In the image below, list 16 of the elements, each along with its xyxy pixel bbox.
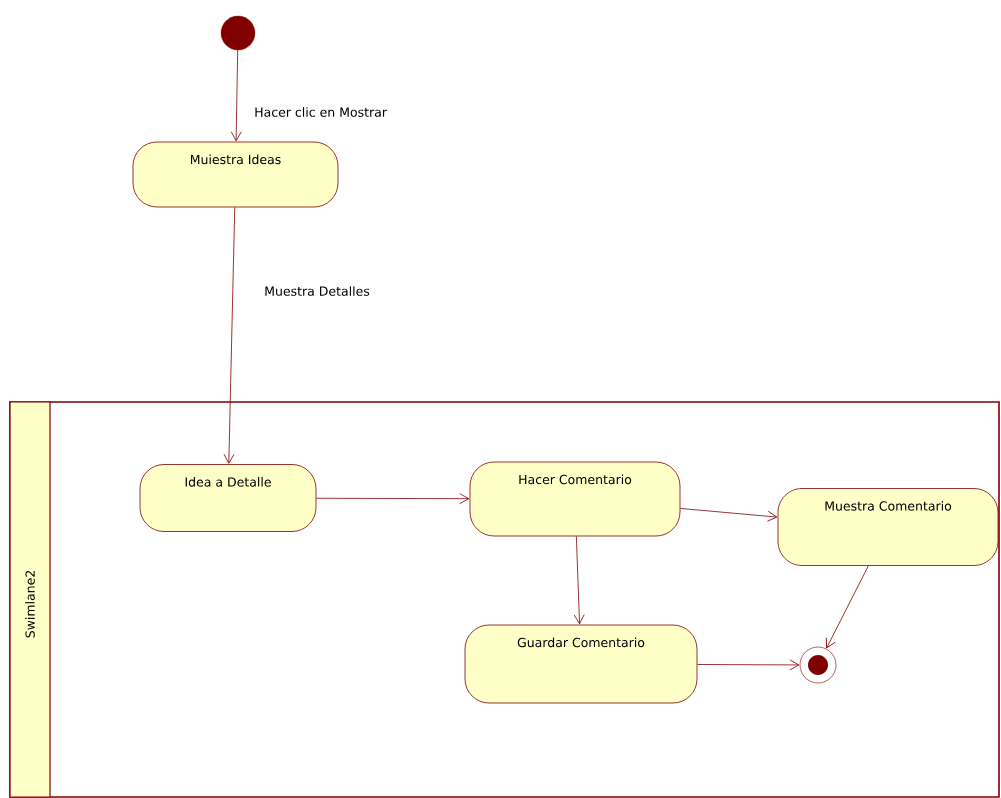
arrow: [316, 493, 470, 505]
arrow: [573, 536, 585, 625]
end-bullseye: [799, 646, 837, 684]
action-box: Muiestra Ideas: [132, 141, 339, 208]
arrow: [223, 207, 236, 464]
edge-label: Muestra Detalles: [262, 284, 372, 298]
action-box: Hacer Comentario: [469, 461, 681, 537]
action-box: Muestra Comentario: [777, 488, 999, 566]
action-box: Guardar Comentario: [464, 624, 698, 704]
arrow: [825, 565, 869, 649]
edge-label: Hacer clic en Mostrar: [252, 105, 389, 119]
arrow: [230, 49, 242, 142]
arrow: [680, 508, 778, 522]
start-dot: [220, 15, 256, 51]
arrow: [697, 659, 800, 671]
action-box: Idea a Detalle: [139, 464, 317, 532]
